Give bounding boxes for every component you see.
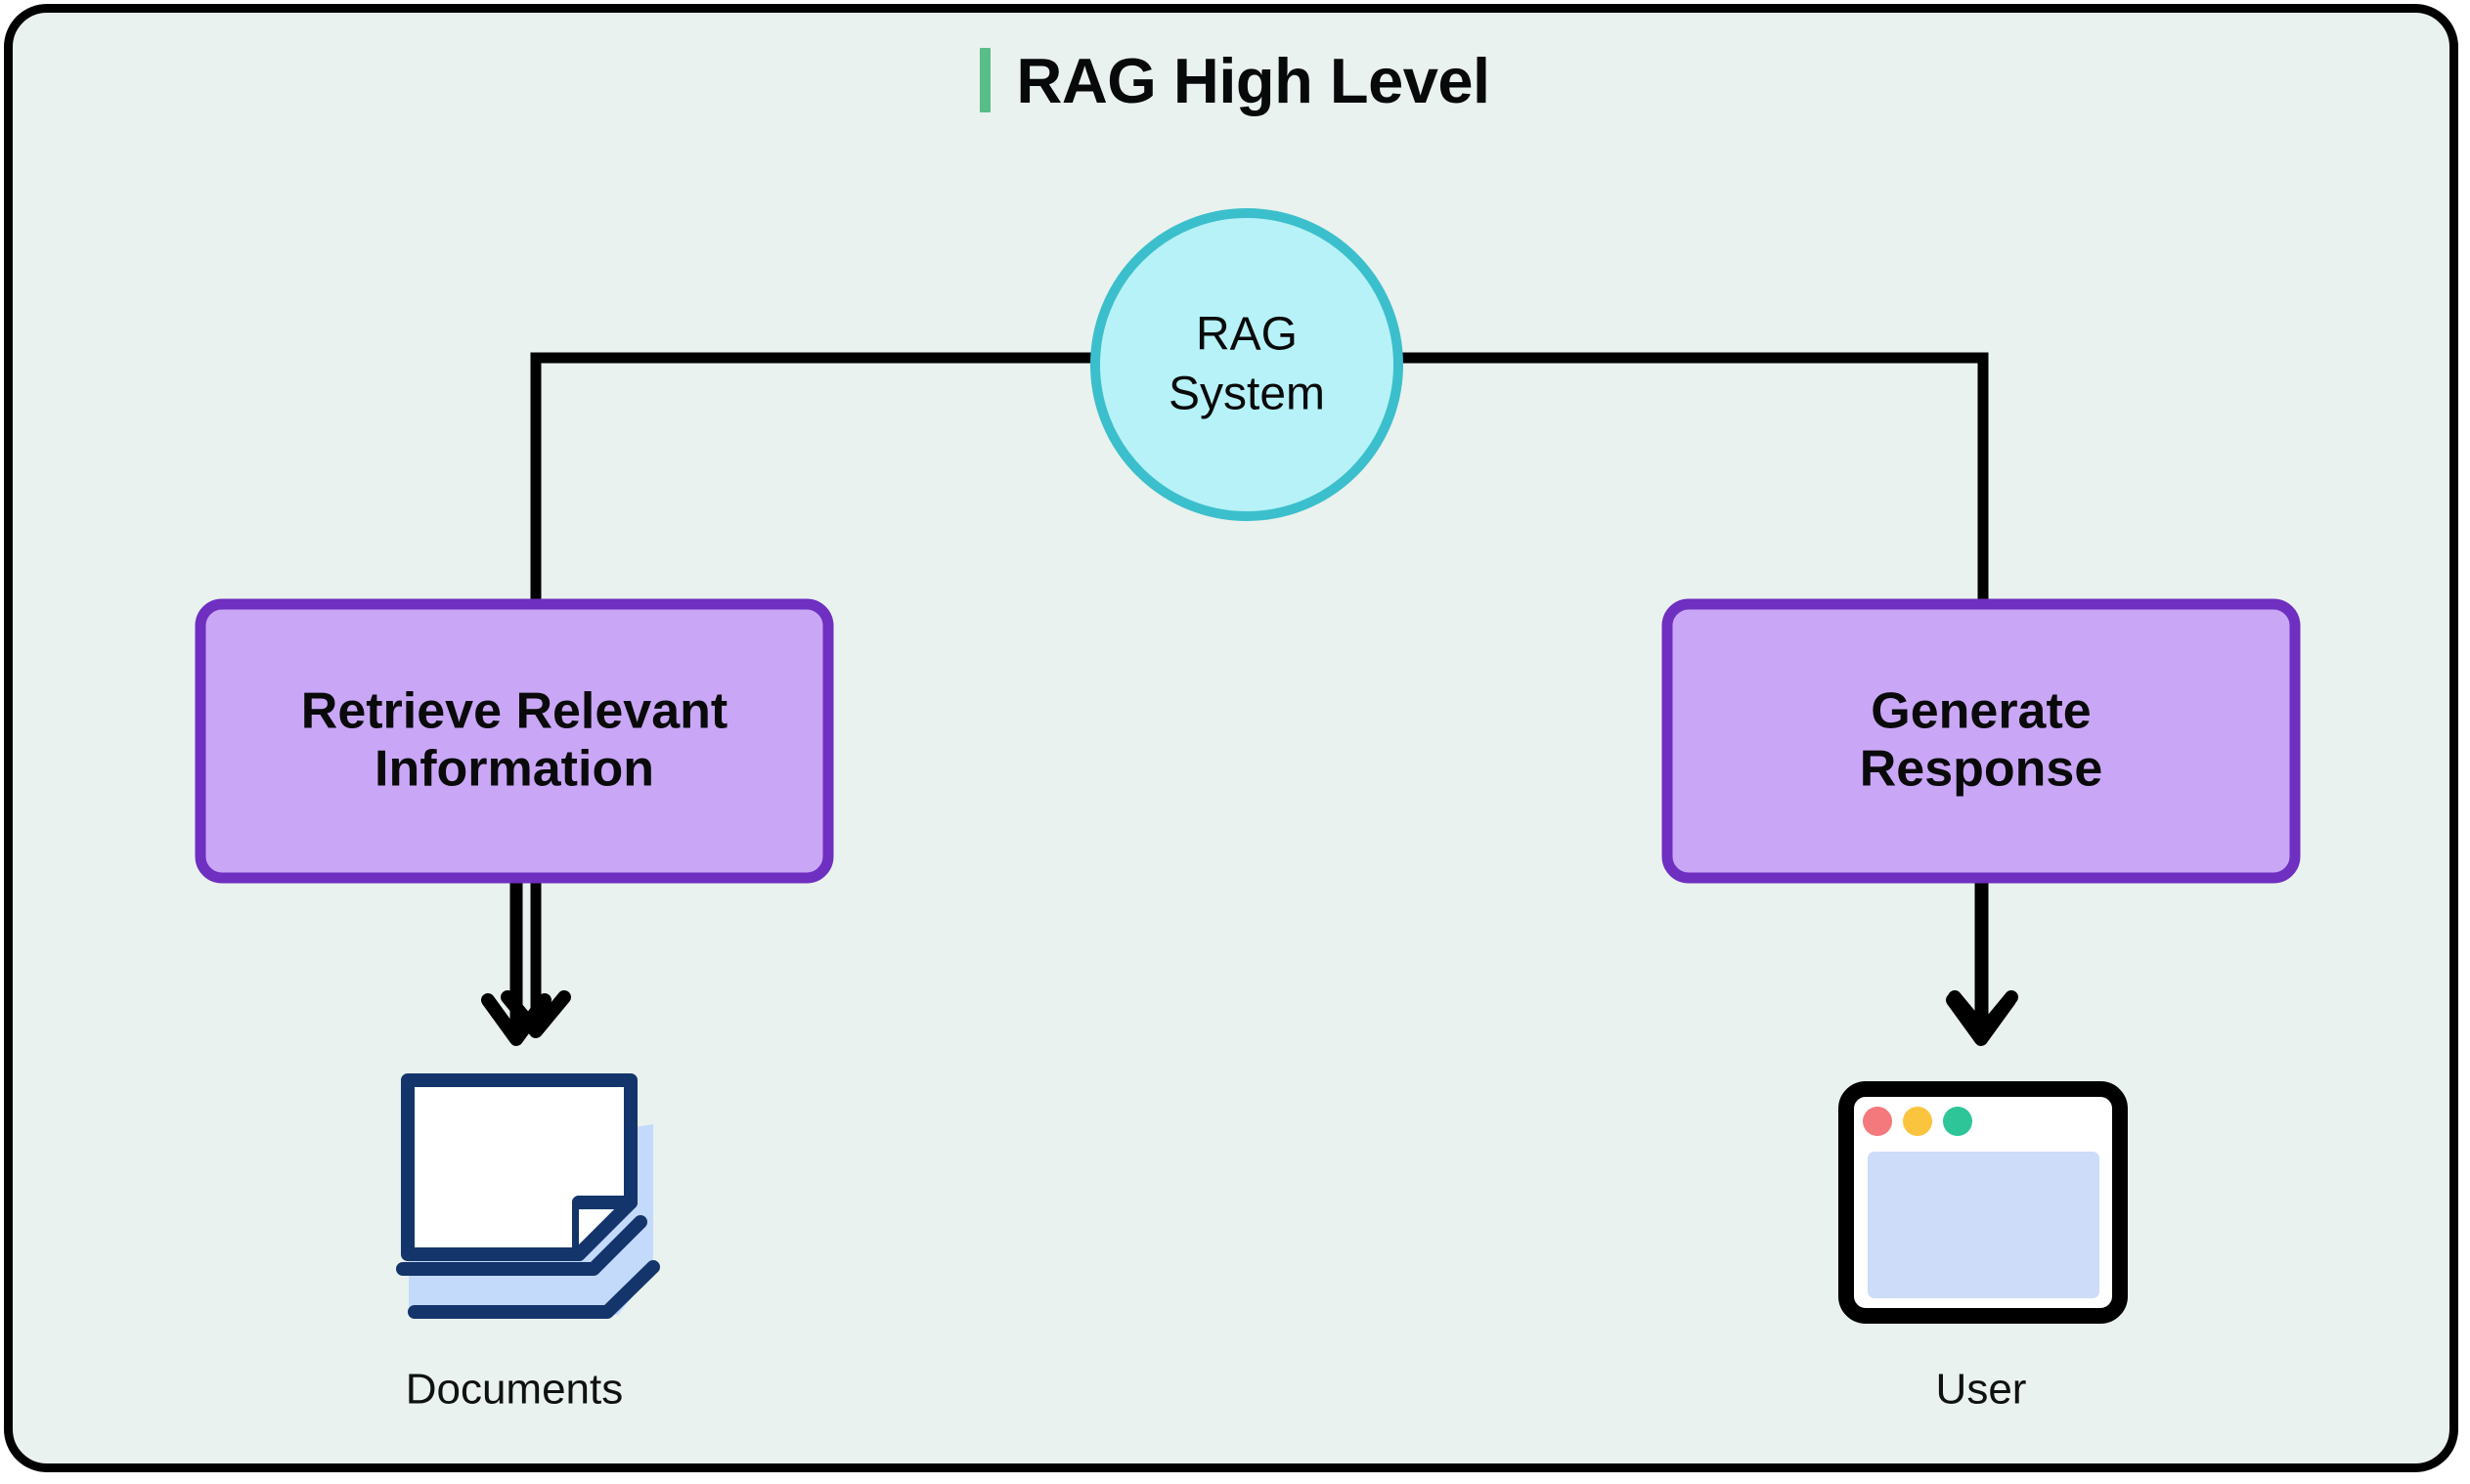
generate-label-line1: Generate bbox=[1871, 683, 2091, 740]
window-dot-red bbox=[1863, 1107, 1892, 1136]
retrieve-label-line2: Information bbox=[375, 741, 654, 798]
node-generate-response[interactable]: Generate Response bbox=[1661, 598, 2301, 884]
title-accent-bar bbox=[980, 48, 992, 112]
window-dot-yellow bbox=[1903, 1107, 1932, 1136]
rag-system-label-line2: System bbox=[1169, 369, 1325, 420]
browser-window-icon[interactable] bbox=[1838, 1081, 2128, 1324]
window-content-area bbox=[1868, 1152, 2099, 1298]
node-retrieve-relevant-information[interactable]: Retrieve Relevant Information bbox=[195, 598, 834, 884]
user-caption: User bbox=[1936, 1366, 2027, 1414]
rag-system-label-line1: RAG bbox=[1196, 309, 1298, 361]
documents-stack-icon[interactable] bbox=[396, 1073, 660, 1319]
edge-generate-to-user bbox=[1946, 880, 2016, 1046]
generate-label-line2: Response bbox=[1860, 741, 2103, 798]
title-text: RAG High Level bbox=[1016, 44, 1490, 116]
window-dot-green bbox=[1943, 1107, 1972, 1136]
edge-retrieve-to-documents bbox=[481, 880, 551, 1046]
documents-caption: Documents bbox=[406, 1366, 624, 1414]
retrieve-label-line1: Retrieve Relevant bbox=[301, 683, 728, 740]
node-rag-system[interactable]: RAG System bbox=[1090, 208, 1403, 521]
page-title: RAG High Level bbox=[0, 33, 2470, 127]
